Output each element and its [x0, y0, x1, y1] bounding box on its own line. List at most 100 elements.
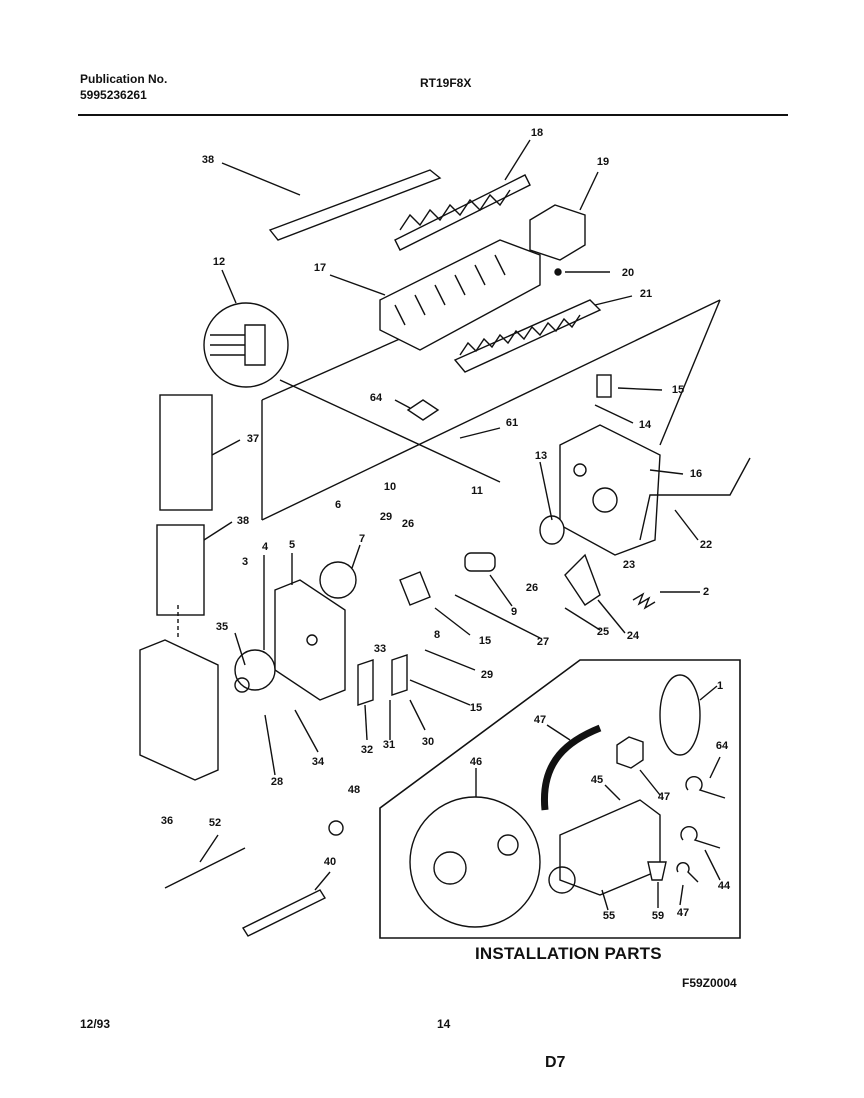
part-9-shape [464, 552, 496, 572]
leader-16 [649, 469, 684, 475]
callout-1: 1 [716, 680, 724, 692]
callout-47: 46 [469, 756, 483, 768]
callout-61: 64 [369, 392, 383, 404]
callout-2: 2 [702, 586, 710, 598]
callout-20: 20 [621, 267, 635, 279]
footer-page: 14 [437, 1017, 451, 1031]
callout-24: 24 [626, 630, 640, 642]
callout-38: 38 [236, 515, 250, 527]
callout-8: 8 [433, 629, 441, 641]
leader-35 [234, 632, 246, 666]
part-46-nut [616, 736, 644, 769]
callout-9: 9 [510, 606, 518, 618]
part-22-shape [639, 457, 751, 541]
leader-12 [221, 269, 237, 304]
publication-number: 5995236261 [80, 88, 147, 102]
part-39-shape [268, 169, 442, 241]
leader-21 [594, 295, 633, 306]
part-18-teeth [399, 189, 511, 231]
leader-19 [579, 171, 599, 211]
callout-55: 55 [602, 910, 616, 922]
part-31-shape [391, 654, 408, 696]
leader-46-upper [639, 769, 661, 796]
callout-40: 40 [323, 856, 337, 868]
callout-51: 47 [533, 714, 547, 726]
callout-46-lower: 47 [676, 907, 690, 919]
callout-25: 25 [596, 626, 610, 638]
part-16-hole-2 [573, 463, 587, 477]
part-38-shape [156, 524, 205, 616]
installation-parts-title: INSTALLATION PARTS [475, 944, 662, 963]
part-1-coil [659, 674, 701, 756]
callout-36: 36 [160, 815, 174, 827]
callout-4: 4 [261, 541, 269, 553]
part-17-shape [379, 239, 541, 351]
callout-15-upper: 15 [671, 384, 685, 396]
callout-44: 44 [717, 880, 731, 892]
part-64-clamp [685, 776, 726, 799]
callout-19: 19 [596, 156, 610, 168]
callout-21: 21 [639, 288, 653, 300]
assembly-outline-diag [261, 299, 721, 521]
part-16-hole-1 [592, 487, 618, 513]
part-20-shape [554, 268, 562, 276]
callout-31: 31 [382, 739, 396, 751]
callout-34: 34 [311, 756, 325, 768]
callout-26-mid: 26 [525, 582, 539, 594]
callout-16: 16 [689, 468, 703, 480]
callout-18: 18 [530, 127, 544, 139]
part-5-hole [306, 634, 318, 646]
callout-48: 48 [347, 784, 361, 796]
leader-38 [203, 521, 233, 541]
leader-55 [601, 889, 609, 911]
leader-45 [604, 784, 621, 801]
part-21-teeth [459, 314, 581, 356]
callout-59: 59 [651, 910, 665, 922]
part-47-filter [433, 851, 467, 885]
leader-15-low [409, 679, 471, 706]
callout-29-lower: 29 [480, 669, 494, 681]
callout-10: 10 [383, 481, 397, 493]
part-59-shape [647, 861, 667, 881]
leader-37 [211, 439, 241, 456]
callout-60: 61 [505, 417, 519, 429]
callout-11: 11 [471, 485, 483, 497]
part-21-shape [453, 299, 602, 373]
model-number: RT19F8X [420, 76, 472, 90]
leader-9 [489, 574, 513, 607]
part-19-shape [529, 204, 586, 261]
leader-44 [704, 849, 721, 881]
callout-3: 3 [241, 556, 249, 568]
part-52-shape [164, 847, 246, 889]
leader-52 [199, 834, 219, 863]
callout-52: 52 [208, 817, 222, 829]
part-8-shape [399, 571, 431, 606]
leader-13 [539, 461, 553, 521]
leader-22 [674, 509, 699, 541]
callout-33: 33 [373, 643, 387, 655]
callout-6-upper: 6 [334, 499, 342, 511]
publication-label: Publication No. [80, 72, 168, 86]
leader-27 [454, 594, 541, 639]
callout-22: 22 [699, 539, 713, 551]
callout-17: 17 [313, 262, 327, 274]
leader-7 [351, 544, 361, 569]
leader-1 [699, 685, 718, 701]
footer-section: D7 [545, 1054, 566, 1071]
part-35-hub [234, 677, 250, 693]
leader-34 [294, 709, 319, 753]
part-36-shape [139, 639, 219, 781]
leader-64 [709, 756, 721, 779]
callout-28: 28 [270, 776, 284, 788]
leader-51 [546, 724, 571, 741]
part-2-spring [632, 592, 656, 610]
callout-15-low: 15 [469, 702, 483, 714]
part-47-ring [497, 834, 519, 856]
leader-39 [221, 162, 301, 196]
callout-29-upper: 29 [379, 511, 393, 523]
leader-18 [504, 139, 531, 181]
callout-30: 30 [421, 736, 435, 748]
callout-46-upper: 47 [657, 791, 671, 803]
callout-14: 14 [638, 419, 652, 431]
